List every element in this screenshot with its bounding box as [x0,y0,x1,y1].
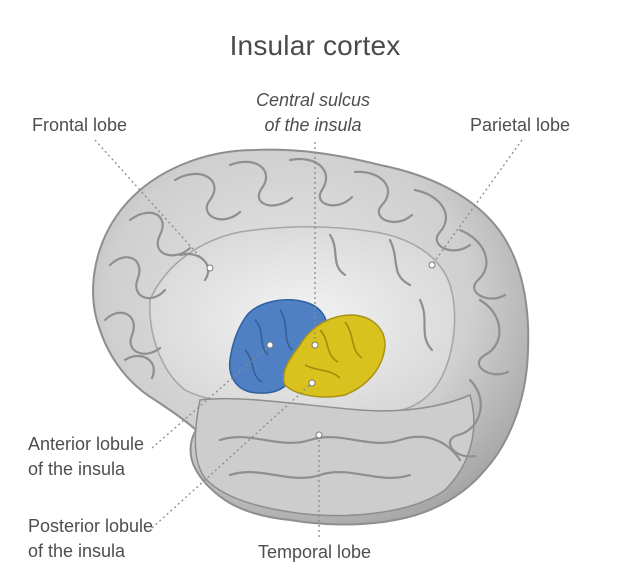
label-anterior-lobule: Anterior lobule of the insula [28,432,144,482]
label-posterior-lobule-line1: Posterior lobule [28,516,154,536]
label-posterior-lobule-line2: of the insula [28,541,126,561]
label-parietal-lobe: Parietal lobe [470,115,571,135]
leader-dots [206,261,436,439]
anterior-lobule-folds [244,309,293,383]
posterior-lobule-region [283,314,386,398]
diagram-title: Insular cortex [229,30,401,61]
label-anterior-lobule-line1: Anterior lobule [28,434,145,454]
label-temporal-lobe: Temporal lobe [258,542,372,562]
gyri-folds [103,157,510,479]
posterior-lobule-folds [304,321,363,379]
label-central-sulcus-line1: Central sulcus [255,90,371,110]
label-anterior-lobule-line2: of the insula [28,459,126,479]
temporal-lobe-surface [194,393,475,517]
leader-lines [94,139,523,537]
label-frontal-lobe: Frontal lobe [32,115,128,135]
label-posterior-lobule: Posterior lobule of the insula [28,514,153,564]
label-central-sulcus-line2: of the insula [264,115,362,135]
label-central-sulcus: Central sulcus of the insula [238,88,388,138]
